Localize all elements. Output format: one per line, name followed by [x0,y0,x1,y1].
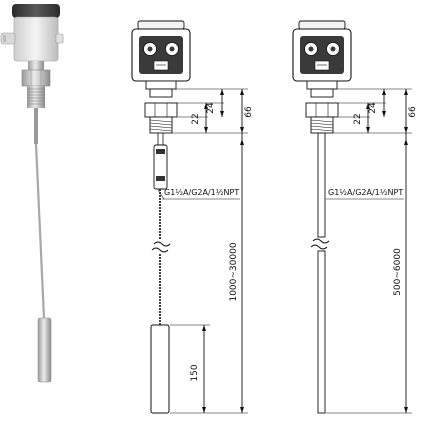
thread-label-right: G1½A/G2A/1½NPT [328,188,403,197]
dim-24-right: 24 [368,102,378,114]
housing-left [131,20,191,98]
hex-nut [21,69,51,87]
drawing-right: 24 22 66 500~6000 G1½A/G2A/1½NPT [292,20,418,414]
photo-cable [34,143,46,319]
rod-right [317,132,326,238]
hex-nut-left [144,102,178,118]
dim-150-left: 150 [190,364,200,381]
dim-22-right: 22 [353,113,363,124]
thread [27,86,45,108]
thread-label-left: G1½A/G2A/1½NPT [164,188,239,197]
hex-nut-right [305,102,339,118]
dimensions-left: 24 22 66 1000~30000 150 G1½A/G2A/1½NPT [157,88,254,414]
weight-left [150,324,170,414]
housing-right [292,20,352,98]
dim-66-left: 66 [244,106,254,118]
photo-weight [37,317,52,383]
housing-cap [12,4,60,18]
product-photo [0,4,64,383]
plug [55,33,64,44]
dim-22-left: 22 [191,113,201,124]
housing-body [13,16,59,62]
dim-66-right: 66 [408,106,418,118]
dimensions-right: 24 22 66 500~6000 G1½A/G2A/1½NPT [326,88,418,414]
dim-24-left: 24 [206,102,216,114]
dim-total-right: 500~6000 [393,248,403,296]
dim-total-left: 1000~30000 [229,242,239,301]
drawing-left: 24 22 66 1000~30000 150 G1½A/G2A/1½NPT [131,20,254,414]
